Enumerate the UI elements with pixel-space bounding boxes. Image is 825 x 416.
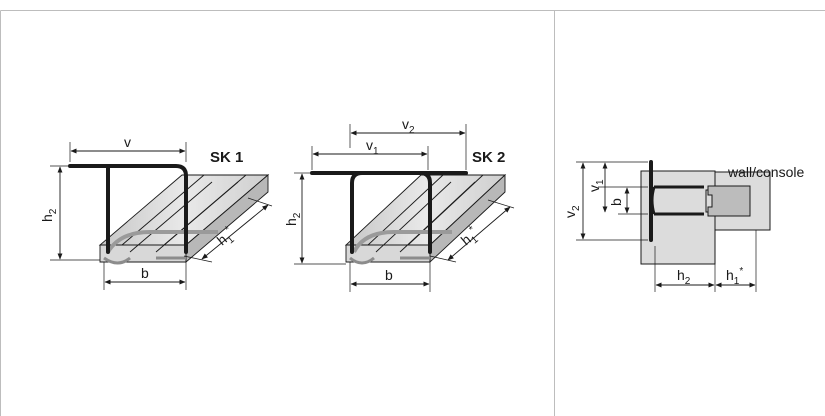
- panel-frames: [0, 10, 825, 416]
- sk1-hanger-bar: [68, 164, 188, 254]
- sk1-dim-h1-line: [201, 204, 269, 260]
- sk2-hanger-loop: [350, 171, 432, 254]
- section-dim-v1-label: v1: [586, 179, 606, 192]
- sk2-dim-v2-label: v2: [402, 116, 415, 136]
- section-dim-b-label: b: [608, 198, 624, 206]
- svg-text:b: b: [608, 198, 624, 206]
- wall-console-label: wall/console: [727, 164, 804, 180]
- sk2-diagram: v2 v1 h2 b h1* SK 2: [283, 116, 515, 292]
- sk2-dim-h1-line: [447, 206, 511, 261]
- sk2-tag: SK 2: [472, 149, 505, 166]
- section-dim-h1-label: h1*: [726, 266, 743, 287]
- sk1-diagram: v h2 b h1* SK 1: [39, 134, 273, 290]
- sk1-dim-h2-label: h2: [39, 208, 59, 222]
- sk1-dim-b-label: b: [141, 265, 149, 281]
- sk2-dim-b-label: b: [385, 267, 393, 283]
- sk2-rail: [344, 173, 507, 265]
- svg-text:h2: h2: [283, 212, 303, 226]
- svg-text:v1: v1: [586, 179, 606, 192]
- rail-section: [707, 185, 751, 217]
- svg-text:h2: h2: [39, 208, 59, 222]
- sk2-dim-v1-label: v1: [366, 137, 379, 157]
- svg-text:v2: v2: [562, 205, 582, 218]
- sk1-dim-v-label: v: [124, 134, 131, 150]
- section-diagram: wall/console v2 v1 b h2 h1*: [562, 160, 804, 292]
- sk1-tag: SK 1: [210, 149, 243, 166]
- section-dim-h2-label: h2: [677, 267, 691, 287]
- sk2-dim-h2-label: h2: [283, 212, 303, 226]
- section-dim-v2-label: v2: [562, 205, 582, 218]
- section-hanger-loop: [650, 185, 704, 216]
